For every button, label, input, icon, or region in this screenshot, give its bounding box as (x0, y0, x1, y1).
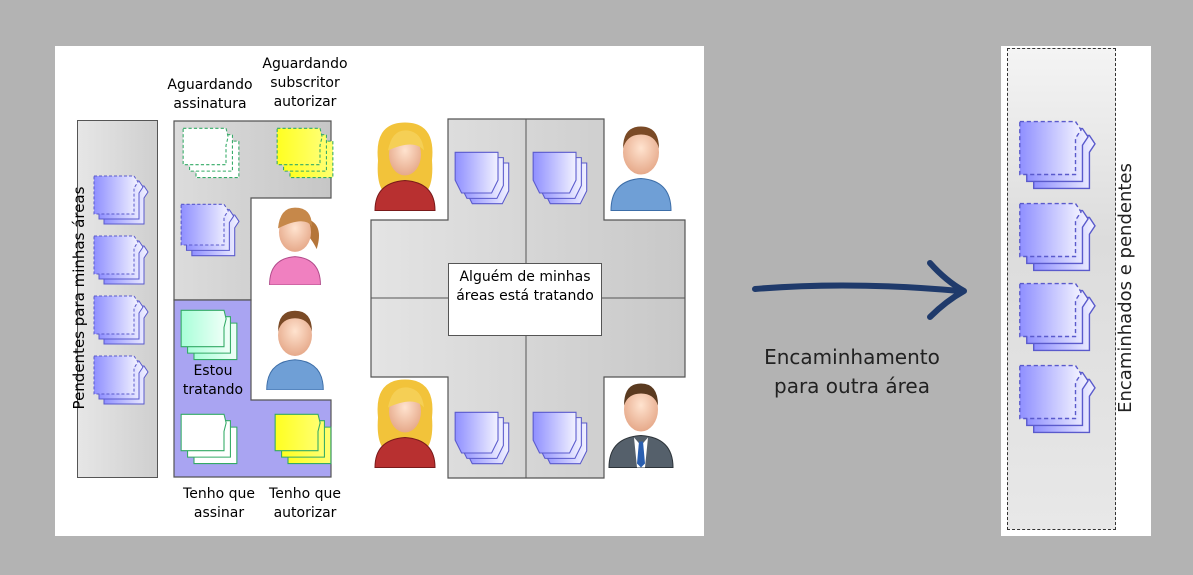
estou-tratando-docs (176, 306, 242, 366)
encaminhados-label: Encaminhados e pendentes (1115, 163, 1136, 413)
aguardando-subscritor-docs (272, 124, 338, 184)
arrow-right-icon (752, 260, 967, 320)
encaminhados-doc-stack (1013, 360, 1099, 438)
team-doc-stack (450, 148, 516, 208)
alguem-tratando-label: Alguém de minhas áreas está tratando (448, 263, 602, 336)
man-avatar (606, 118, 676, 213)
team-doc-stack (528, 148, 594, 208)
woman-avatar (370, 118, 440, 213)
boy-avatar (262, 305, 328, 390)
encaminhamento-label: Encaminhamento para outra área (764, 345, 940, 398)
in-progress-doc-stack (176, 200, 242, 260)
pendentes-doc-stack (88, 352, 152, 408)
tenho-autorizar-docs (270, 410, 336, 470)
team-doc-stack (450, 408, 516, 468)
aguardando-assinatura-docs (178, 124, 244, 184)
aguardando-assinatura-label: Aguardando assinatura (167, 77, 253, 112)
team-doc-stack (528, 408, 594, 468)
woman-avatar (370, 375, 440, 470)
encaminhados-doc-stack (1013, 198, 1099, 276)
encaminhados-doc-stack (1013, 278, 1099, 356)
pendentes-label: Pendentes para minhas áreas (70, 186, 88, 410)
pendentes-doc-stack (88, 232, 152, 288)
pendentes-doc-stack (88, 292, 152, 348)
girl-avatar (262, 200, 328, 285)
tenho-assinar-label: Tenho que assinar (183, 486, 255, 521)
aguardando-subscritor-label: Aguardando subscritor autorizar (262, 56, 348, 110)
businessman-avatar (606, 375, 676, 470)
tenho-autorizar-label: Tenho que autorizar (269, 486, 341, 521)
estou-tratando-label: Estou tratando (182, 363, 244, 398)
encaminhados-doc-stack (1013, 116, 1099, 194)
pendentes-doc-stack (88, 172, 152, 228)
tenho-assinar-docs (176, 410, 242, 470)
